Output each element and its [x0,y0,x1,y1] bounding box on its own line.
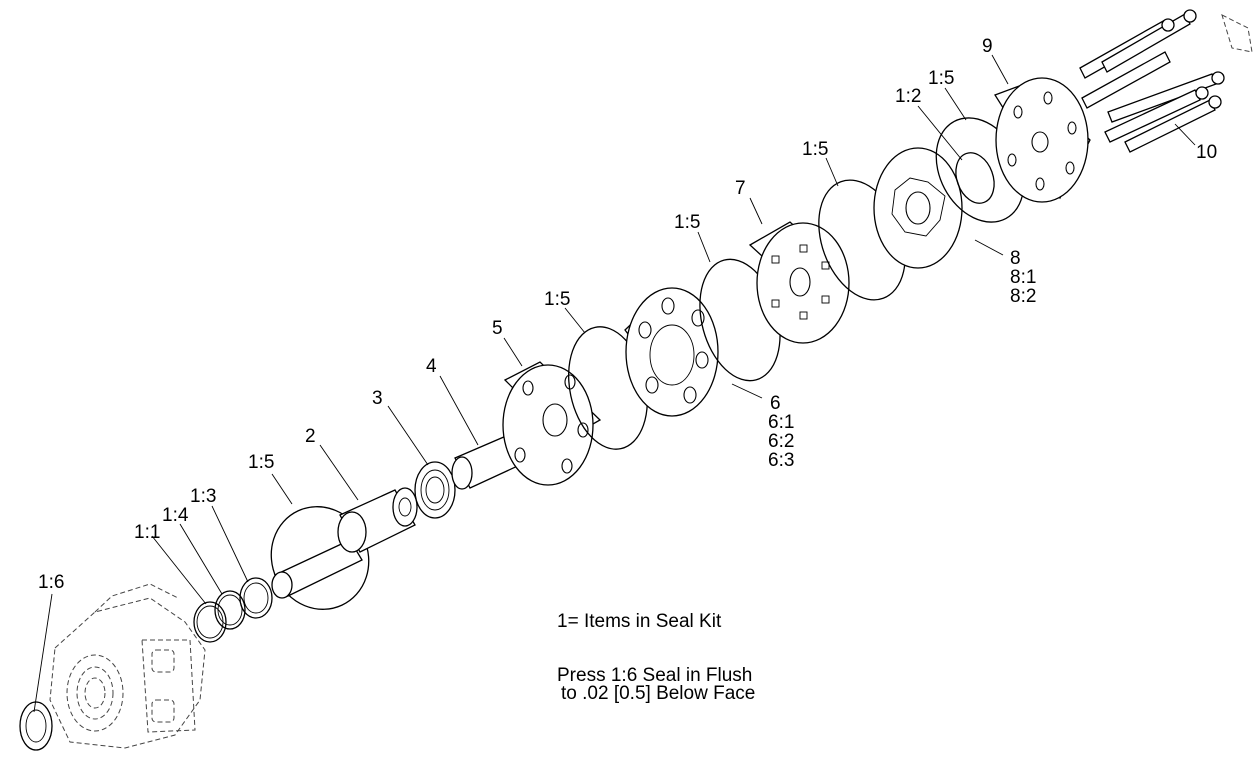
label-3: 3 [372,388,383,409]
seal-1-6 [19,701,53,751]
label-1-1: 1:1 [134,522,160,543]
leader-lines [33,54,1196,713]
output-shaft [271,487,418,599]
seal-kit-note: 1= Items in Seal Kit [557,611,722,632]
motor-housing [49,583,206,749]
label-1-6: 1:6 [38,572,64,593]
press-note-line-1: Press 1:6 Seal in Flush [557,665,752,686]
press-note-line-2: to .02 [0.5] Below Face [561,683,755,704]
callout-labels: 1:6 1:1 1:4 1:3 1:5 2 3 4 5 1:5 6 6:1 6:… [38,36,1217,593]
label-1-5-d: 1:5 [802,139,828,160]
valve-plate [748,221,850,344]
label-4: 4 [426,356,437,377]
ring-1-2 [955,152,995,204]
ring-1-1 [193,601,227,643]
notes: 1= Items in Seal Kit Press 1:6 Seal in F… [557,611,755,704]
balance-plate [873,147,963,269]
label-8-1: 8:1 [1010,267,1036,288]
label-7: 7 [735,178,746,199]
label-5: 5 [492,318,503,339]
label-1-5-b: 1:5 [544,289,570,310]
wear-plate [502,361,602,486]
label-6-1: 6:1 [768,412,794,433]
label-8-2: 8:2 [1010,286,1036,307]
ring-1-4 [214,590,246,630]
label-6: 6 [770,393,781,414]
label-1-5-a: 1:5 [248,452,274,473]
end-cap [994,77,1091,203]
label-1-3: 1:3 [190,486,216,507]
label-6-3: 6:3 [768,450,794,471]
label-8: 8 [1010,248,1021,269]
gerotor-set [624,287,719,417]
cap-screws [1079,9,1253,153]
label-1-5-e: 1:5 [928,68,954,89]
label-1-4: 1:4 [162,505,189,526]
label-2: 2 [305,426,316,447]
label-1-2: 1:2 [895,86,921,107]
thrust-bearing [414,461,456,519]
label-6-2: 6:2 [768,431,794,452]
label-1-5-c: 1:5 [674,212,700,233]
label-9: 9 [982,36,993,57]
ring-1-3 [239,577,273,619]
label-10: 10 [1196,142,1217,163]
